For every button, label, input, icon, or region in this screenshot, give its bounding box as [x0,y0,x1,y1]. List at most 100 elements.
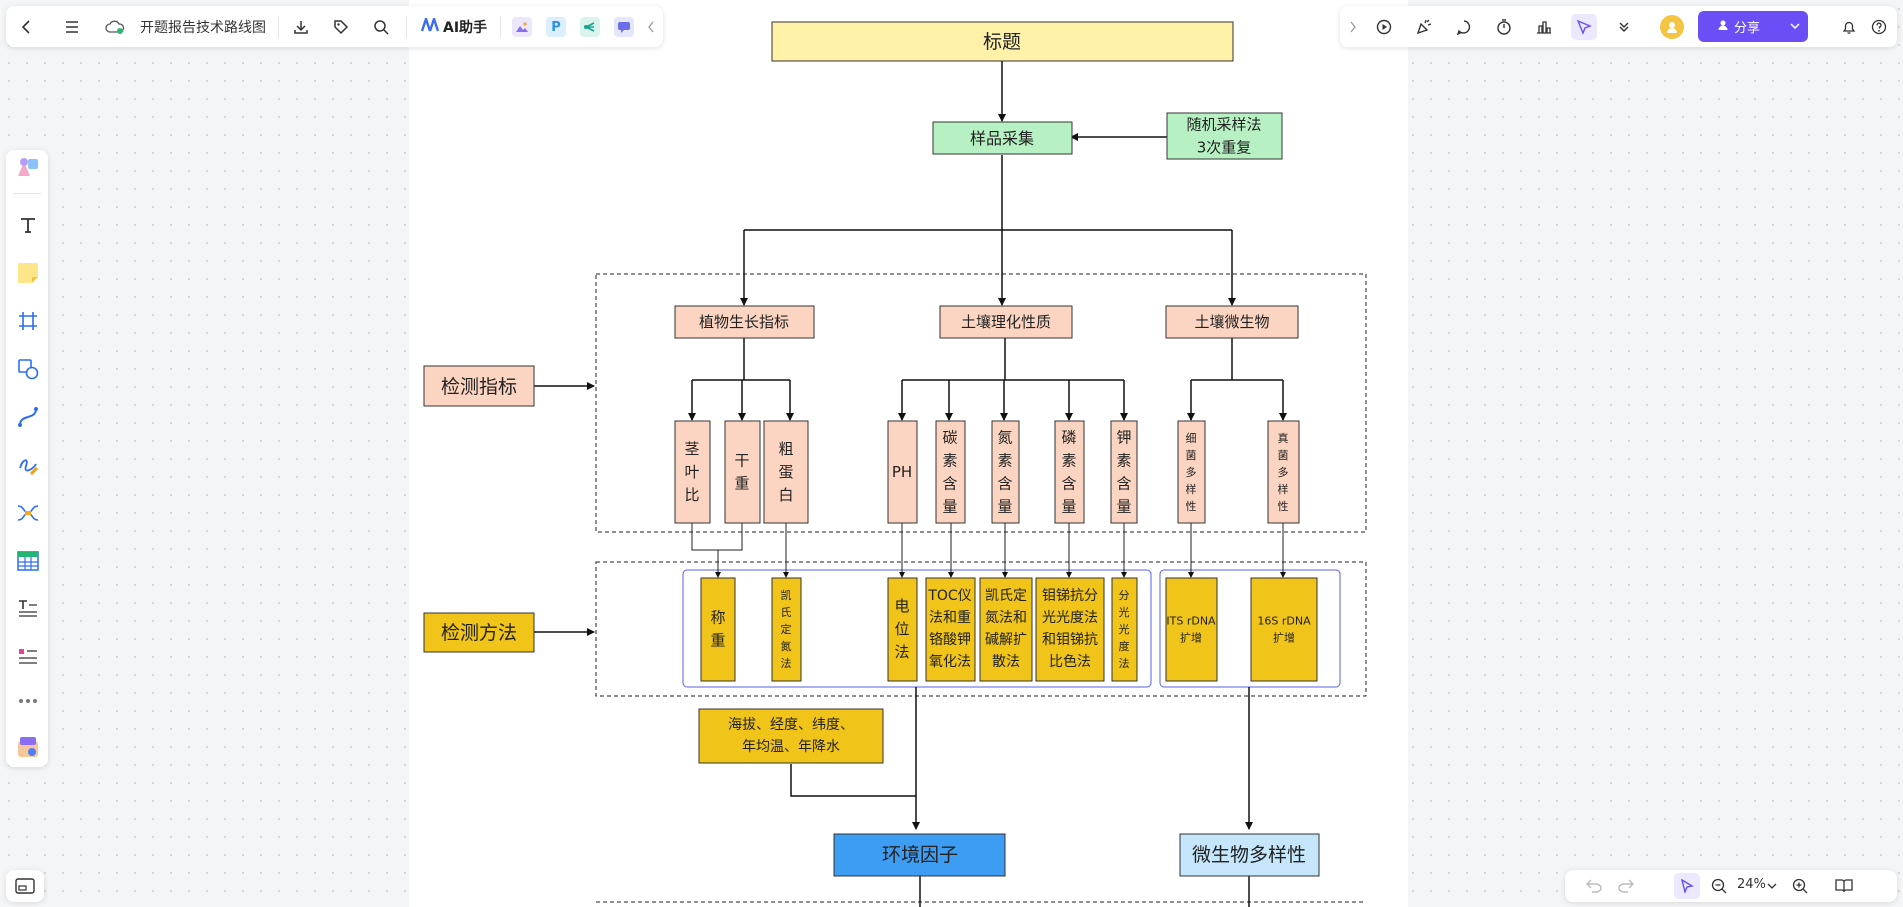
micro-methods-group [1159,569,1341,688]
zoom-out-icon[interactable] [1708,876,1730,896]
sampling-node [932,121,1073,155]
tag-icon[interactable] [330,16,352,38]
timer-icon[interactable] [1493,16,1515,38]
laser-pointer-icon[interactable] [1571,14,1597,40]
doc-title[interactable]: 开题报告技术路线图 [140,20,266,36]
cloud-saved-icon [104,17,126,37]
ai-assistant-button[interactable]: AI助手 [420,15,488,39]
soil-micro-label: 土壤微生物 [1194,313,1269,331]
ai-logo-icon [420,15,440,36]
book-icon[interactable] [1833,876,1855,896]
methods-label: 检测方法 [441,622,517,644]
root-shoot-ratio-label: 茎叶比 [684,440,699,504]
env-vars-node [698,708,884,764]
comment-icon[interactable] [1453,16,1475,38]
diagram-title-label: 标题 [983,31,1021,53]
carbon-content-label: 碳素含量 [942,429,957,516]
toc-method-label: TOC仪法和重铬酸钾氧化法 [927,588,971,670]
chevron-down-icon[interactable] [1766,877,1778,895]
potentiometric-method-label: 电位法 [894,597,909,661]
top-right-toolbar: 分享 [1340,6,1897,47]
expand-icon[interactable] [1346,18,1360,36]
pen-icon[interactable] [15,452,41,478]
line-envvars-to-env [790,764,916,797]
sampling-label: 样品采集 [970,129,1034,148]
avatar[interactable] [1660,15,1684,39]
env-factor-node [833,833,1006,877]
indicators-group-border [595,273,1367,533]
potassium-content-label: 钾素含量 [1116,429,1131,516]
redo-icon[interactable] [1615,876,1637,896]
more-icon[interactable] [1613,16,1635,38]
sampling-method-node [1166,112,1283,160]
soil-micro-node [1165,305,1299,339]
bell-icon[interactable] [1838,16,1860,38]
play-icon[interactable] [1373,16,1395,38]
image-plugin-icon[interactable] [512,17,532,37]
zoom-in-icon[interactable] [1789,876,1811,896]
text-icon[interactable] [15,212,41,238]
plugin-icon[interactable] [15,734,41,760]
sticky-note-icon[interactable] [15,260,41,286]
text-card-icon[interactable] [15,596,41,622]
weighing-method-label: 称重 [710,609,725,650]
env-factor-label: 环境因子 [882,844,958,866]
methods-group-border [595,561,1367,697]
back-icon[interactable] [16,16,38,38]
chevron-down-icon[interactable] [1790,20,1800,35]
fungi-diversity-label: 真菌多样性 [1278,431,1289,513]
collapse-icon[interactable] [644,18,658,36]
minimap-icon [14,877,36,895]
left-tool-sidebar [6,150,48,767]
plant-growth-node [674,305,815,339]
celebrate-icon[interactable] [1413,16,1435,38]
bacteria-diversity-label: 细菌多样性 [1186,432,1197,513]
soil-chem-label: 土壤理化性质 [961,313,1051,331]
table-icon[interactable] [15,548,41,574]
select-icon[interactable] [1674,873,1700,899]
minimap-button[interactable] [6,870,44,902]
methods-label-node [423,612,535,653]
soil-chem-node [939,305,1073,339]
indicators-label: 检测指标 [441,376,517,398]
title-node [771,21,1234,62]
molybdenum-method-label: 钼锑抗分光光度法和钼锑抗比色法 [1042,588,1098,670]
dry-weight-label: 干重 [734,452,749,493]
mindmap-plugin-icon[interactable] [580,17,600,37]
ai-assistant-label: AI助手 [443,20,488,36]
phosphorus-content-label: 磷素含量 [1061,429,1076,516]
spectrophotometry-label: 分光光度法 [1119,589,1130,670]
menu-icon[interactable] [61,16,83,38]
crude-protein-label: 粗蛋白 [778,440,793,504]
p-plugin-icon[interactable]: P [546,17,566,37]
bottom-right-controls: 24% [1565,870,1897,902]
connector-icon[interactable] [15,404,41,430]
search-icon[interactable] [370,16,392,38]
kjeldahl-alkali-method-label: 凯氏定氮法和碱解扩散法 [985,588,1027,670]
share-button[interactable]: 分享 [1698,11,1808,42]
download-icon[interactable] [290,16,312,38]
env-vars-label: 海拔、经度、纬度、年均温、年降水 [728,717,854,755]
chem-methods-group [682,569,1152,688]
micro-diversity-node [1179,833,1320,877]
template-icon[interactable] [15,154,41,180]
micro-diversity-label: 微生物多样性 [1192,844,1306,866]
vote-icon[interactable] [1533,16,1555,38]
list-card-icon[interactable] [15,644,41,670]
mindmap-icon[interactable] [15,500,41,526]
help-icon[interactable] [1868,16,1890,38]
plant-growth-label: 植物生长指标 [699,313,789,331]
chat-plugin-icon[interactable] [614,17,634,37]
frame-icon[interactable] [15,308,41,334]
zoom-level[interactable]: 24% [1737,877,1766,892]
kjeldahl-method-label: 凯氏定氮法 [781,589,792,670]
more-icon[interactable] [15,688,41,714]
ph-label: PH [892,463,912,481]
shape-icon[interactable] [15,356,41,382]
share-user-icon [1718,19,1730,35]
undo-icon[interactable] [1583,876,1605,896]
